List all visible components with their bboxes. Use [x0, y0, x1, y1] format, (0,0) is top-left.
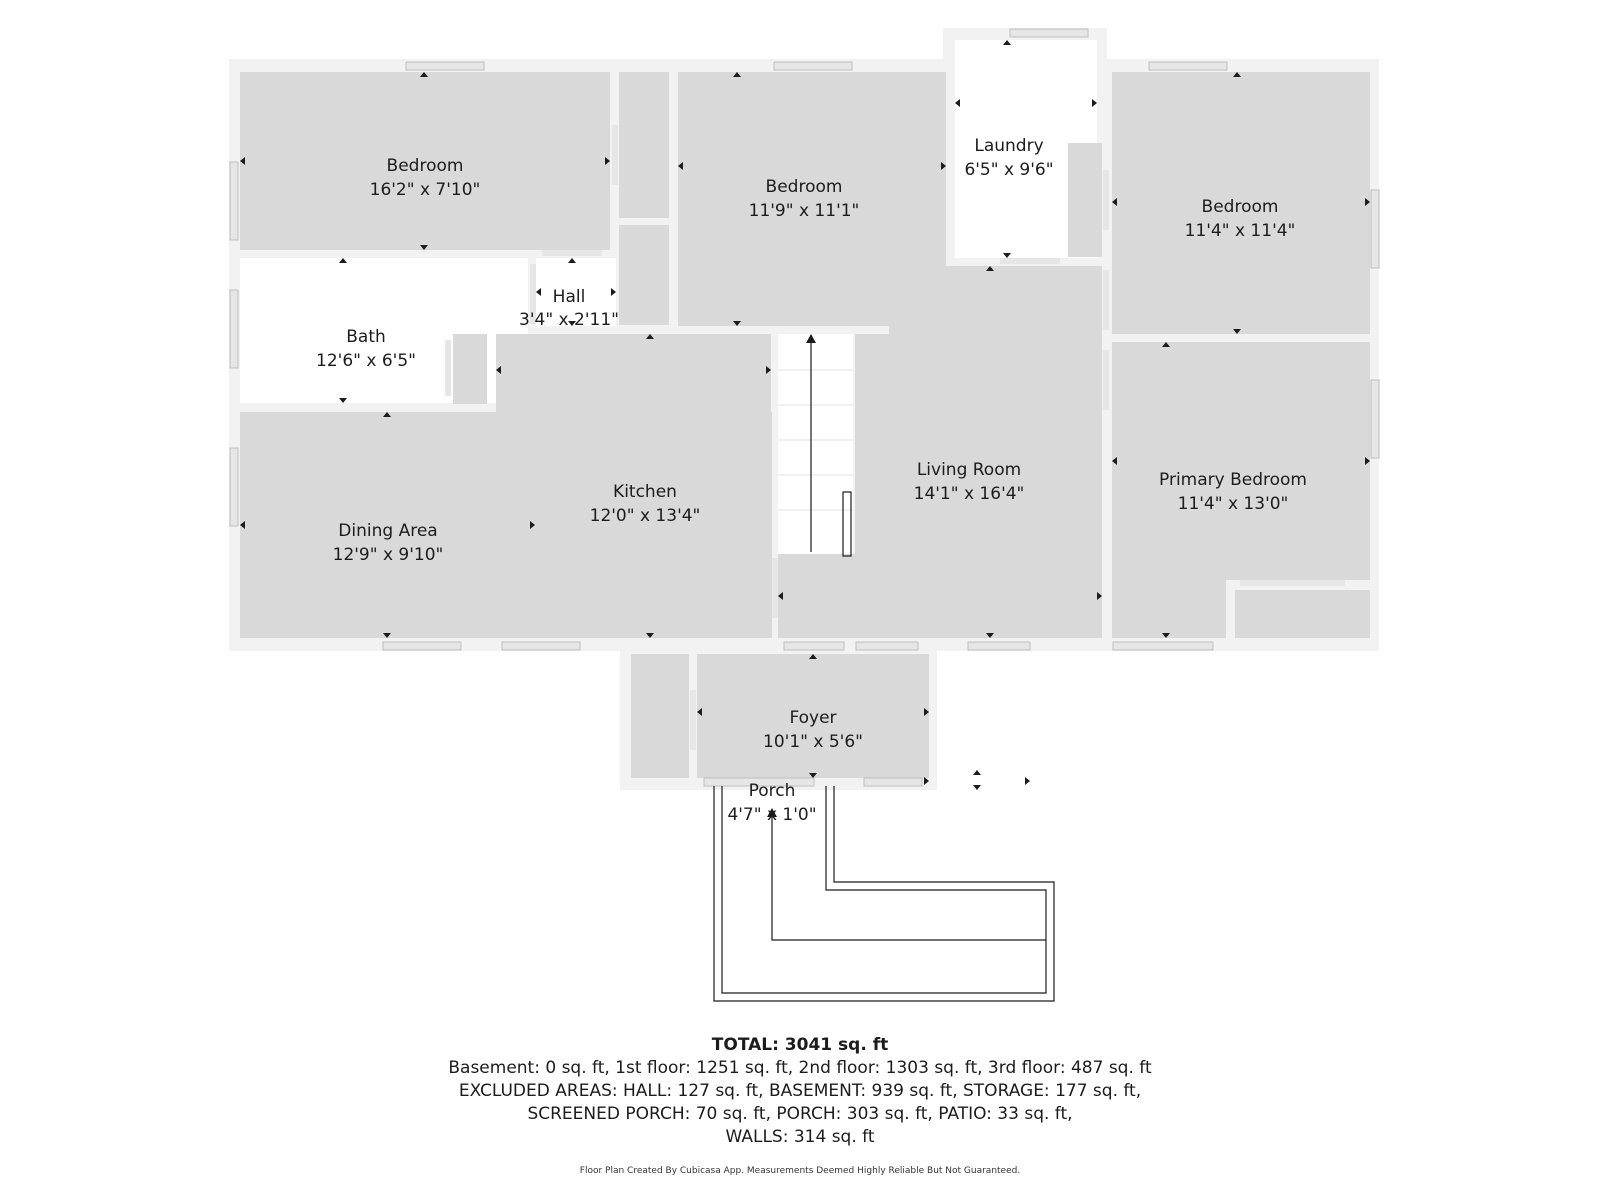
- label-porch-name: Porch: [749, 781, 796, 801]
- label-hall-dims: 3'4" x 2'11": [519, 310, 619, 330]
- label-living-room-name: Living Room: [917, 460, 1021, 480]
- label-porch-dims: 4'7" x 1'0": [727, 805, 816, 825]
- label-foyer-name: Foyer: [789, 708, 836, 728]
- closet-1: [619, 72, 669, 218]
- label-kitchen-dims: 12'0" x 13'4": [590, 506, 701, 526]
- room-bedroom-ne: [1112, 72, 1370, 334]
- closet-2: [619, 225, 669, 325]
- label-bedroom-nw-dims: 16'2" x 7'10": [370, 180, 481, 200]
- foyer-closet: [631, 654, 689, 778]
- porch-arrow-head: [767, 808, 777, 817]
- total-area: TOTAL: 3041 sq. ft: [711, 1035, 889, 1055]
- label-dining-area-name: Dining Area: [338, 521, 437, 541]
- label-hall-name: Hall: [553, 287, 586, 307]
- laundry-closet: [1068, 143, 1102, 257]
- label-bedroom-ne-name: Bedroom: [1202, 197, 1279, 217]
- hall-closet-b: [855, 266, 881, 326]
- disclaimer: Floor Plan Created By Cubicasa App. Meas…: [579, 1166, 1021, 1176]
- stair-landing: [778, 334, 853, 554]
- stair-arrow: [810, 340, 852, 557]
- label-laundry-dims: 6'5" x 9'6": [964, 160, 1053, 180]
- label-laundry-name: Laundry: [974, 136, 1043, 156]
- label-kitchen-name: Kitchen: [613, 482, 677, 502]
- measurement-markers: [240, 40, 1370, 790]
- label-living-room-dims: 14'1" x 16'4": [914, 484, 1025, 504]
- interior-stairs: [778, 369, 853, 511]
- room-primary-bedroom: [1112, 342, 1370, 580]
- label-bedroom-n-name: Bedroom: [766, 177, 843, 197]
- label-primary-bedroom-name: Primary Bedroom: [1159, 470, 1307, 490]
- rooms: [240, 40, 1370, 778]
- porch-stairs: [713, 786, 1055, 1002]
- excluded-areas-line-3: WALLS: 314 sq. ft: [725, 1127, 875, 1147]
- floor-areas: Basement: 0 sq. ft, 1st floor: 1251 sq. …: [448, 1058, 1152, 1078]
- room-foyer: [697, 654, 929, 778]
- primary-bedroom-lower: [1112, 580, 1226, 638]
- label-dining-area-dims: 12'9" x 9'10": [333, 545, 444, 565]
- primary-closet: [1235, 590, 1370, 638]
- windows: [229, 28, 1380, 787]
- room-labels: Bedroom 16'2" x 7'10" Bedroom 11'9" x 11…: [316, 136, 1307, 825]
- room-bedroom-nw: [240, 72, 610, 250]
- label-bedroom-nw-name: Bedroom: [387, 156, 464, 176]
- label-bath-dims: 12'6" x 6'5": [316, 351, 416, 371]
- room-hall: [536, 258, 616, 326]
- doors: [445, 125, 1345, 750]
- excluded-areas-line-2: SCREENED PORCH: 70 sq. ft, PORCH: 303 sq…: [527, 1104, 1073, 1124]
- label-foyer-dims: 10'1" x 5'6": [763, 732, 863, 752]
- label-bedroom-ne-dims: 11'4" x 11'4": [1185, 221, 1296, 241]
- label-bedroom-n-dims: 11'9" x 11'1": [749, 201, 860, 221]
- excluded-areas-line-1: EXCLUDED AREAS: HALL: 127 sq. ft, BASEME…: [458, 1081, 1142, 1101]
- label-primary-bedroom-dims: 11'4" x 13'0": [1178, 494, 1289, 514]
- room-dining-area: [240, 412, 772, 638]
- living-room-entry: [778, 554, 1102, 638]
- label-bath-name: Bath: [346, 327, 386, 347]
- hall-closet-a: [778, 266, 846, 326]
- stair-arrow-head: [806, 334, 816, 343]
- linen-closet: [453, 334, 487, 404]
